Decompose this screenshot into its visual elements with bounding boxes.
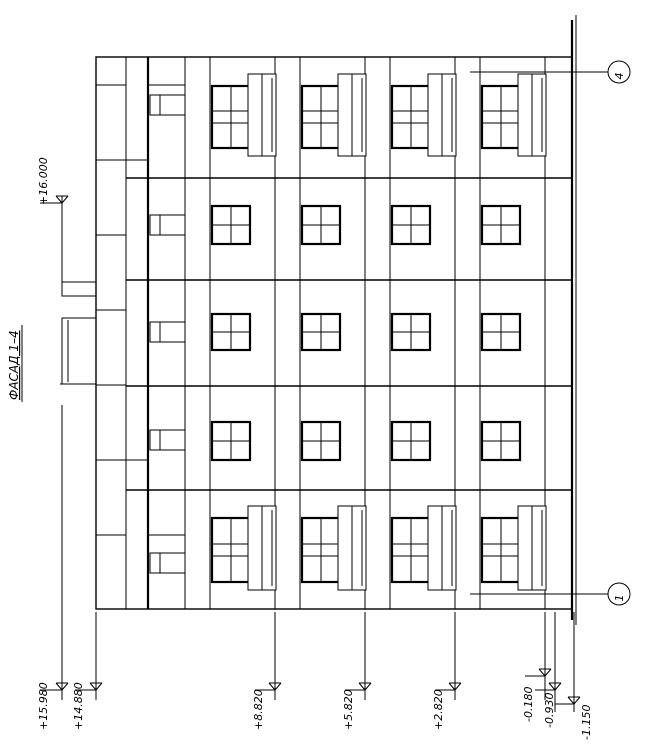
elev-0930: -0.930 [543,693,556,728]
axis-markers: 4 1 [470,60,631,606]
elev-1150: -1.150 [580,705,593,740]
elev-0180: -0.180 [522,687,535,722]
elev-2820: +2.820 [432,689,445,730]
elev-16000: +16.000 [37,157,50,205]
elev-5820: +5.820 [342,689,355,730]
top-elevation-mark: +16.000 [37,157,69,282]
elev-14880: +14.880 [72,682,85,730]
axis-4-label: 4 [613,73,626,80]
balconies-group [247,73,547,591]
title-text: ФАСАД 1–4 [7,330,21,400]
elevation-marks: +15.980 +14.880 +8.820 +5.820 +2.820 -0.… [37,405,593,740]
drawing-title: ФАСАД 1–4 [7,325,23,402]
axis-1-label: 1 [613,595,626,602]
elev-8820: +8.820 [252,689,265,730]
elev-15980: +15.980 [37,682,50,730]
roof-structures [60,281,97,385]
building-facade [95,15,577,625]
stair-windows [149,94,185,574]
